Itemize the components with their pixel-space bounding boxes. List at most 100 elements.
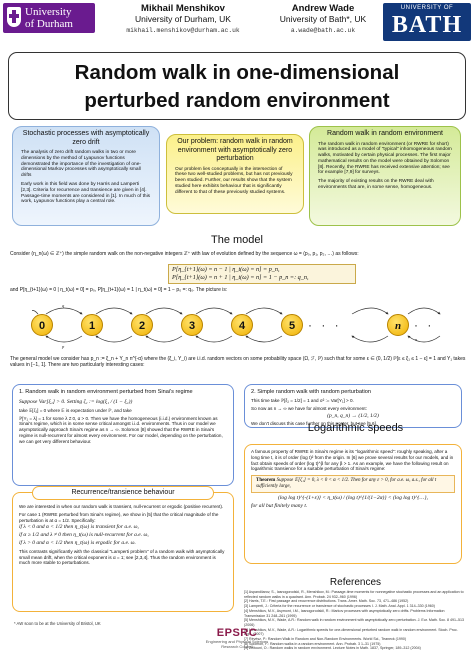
panel-logspeed: A famous property of RWRE in Sinai's reg… <box>244 444 462 564</box>
epsrc-logo: EPSRC Engineering and Physical Sciences … <box>190 627 284 649</box>
reference-item: [6] Menshikov, M.V., Wade, A.R.: Logarit… <box>244 627 458 637</box>
case-srw-l1: This time take ℙ[ξ₁ = 1/2] = 1 and σ² :=… <box>251 398 354 403</box>
panel-our-problem: Our problem: random walk in random envir… <box>166 134 304 214</box>
chain-node-1: 1 <box>81 314 103 336</box>
bath-logo-line2: BATH <box>391 12 463 38</box>
panel-zero-drift-p1: The analysis of zero drift random walks … <box>21 150 141 179</box>
recurrence-p1: We are interested in when our random wal… <box>19 504 224 509</box>
arc-q-2 <box>145 307 183 315</box>
case-sinai-heading: 1. Random walk in random environment per… <box>19 389 193 395</box>
chain-ellipsis-left: · · · <box>308 318 342 332</box>
logspeed-tail: for all but finitely many t. <box>251 502 308 509</box>
arc-q-n-plus <box>407 307 441 315</box>
bath-logo: UNIVERSITY OF BATH <box>383 3 471 41</box>
panel-rwre-heading: Random walk in random environment <box>327 130 443 137</box>
panel-our-problem-heading: Our problem: random walk in random envir… <box>177 138 293 162</box>
author1-affiliation: University of Durham, UK <box>135 14 231 24</box>
chain-ellipsis-right: · · · <box>414 318 435 346</box>
arc-p-n-plus <box>407 335 441 343</box>
arc-p-4 <box>195 335 233 343</box>
panel-zero-drift-p2: Early work in this field was done by Har… <box>21 181 151 205</box>
chain-node-5: 5 <box>281 314 303 336</box>
reference-item: [9] Zeitouni, O.: Random walks in random… <box>244 646 421 651</box>
arc-p-1 <box>45 335 83 343</box>
case-sinai-l3: ℙ[Y₁ = λ] = 1 for some λ ≠ 0, α > 0. The… <box>19 415 223 444</box>
recurrence-p2: For case 1 (RWRE perturbed from Sinai's … <box>19 511 219 523</box>
arc-p-n <box>351 335 389 343</box>
model-boundary-text: and P[η_{t+1}(ω) = 0 | η_t(ω) = 0] = p₀,… <box>10 287 228 293</box>
references-list: [1] Aspandiiarov, S., Iasnogorodski, R.,… <box>244 590 466 651</box>
durham-logo-line2: of Durham <box>25 18 73 30</box>
reference-item: [7] Révész, P.: Random Walk in Random an… <box>244 637 407 642</box>
poster-title-line1: Random walk in one-dimensional <box>74 61 400 84</box>
case-srw-l2: So now as n → ∞ we have for almost every… <box>251 405 367 411</box>
reference-item: [3] Lamperti, J.: Criteria for the recur… <box>244 604 435 609</box>
chain-arcs <box>32 307 441 343</box>
panel-recurrence: We are interested in when our random wal… <box>12 492 234 612</box>
reference-item: [2] Harris, T.E.: First passage and recu… <box>244 599 409 604</box>
panel-rwre: Random walk in random environment The ra… <box>309 126 461 226</box>
recurrence-p3: This contrasts significantly with the cl… <box>19 548 225 566</box>
case-sinai-body: Suppose Var[ξ₁] > 0. Setting ζ₁ := log(ξ… <box>13 397 233 448</box>
logspeed-title: Logarithmic speeds <box>307 422 404 434</box>
panel-case-srw: 2. Simple random walk with random pertur… <box>244 384 462 428</box>
arc-p-2 <box>95 335 133 343</box>
recurrence-heading: Recurrence/transience behaviour <box>32 486 214 500</box>
model-transition-formulas: P[η_{t+1}(ω) = n − 1 | η_t(ω) = n] = p_n… <box>168 264 356 284</box>
arc-q-0 <box>45 307 83 315</box>
arc-q-3 <box>195 307 233 315</box>
recurrence-case-ergodic: if λ > 0 and α < 1/2 then η_t(ω) is ergo… <box>19 539 136 546</box>
arc-label-q: q <box>62 303 65 308</box>
panel-our-problem-body: Our problem lies conceptually in the int… <box>167 164 303 196</box>
arc-p-5 <box>245 335 283 343</box>
bath-logo-line1: UNIVERSITY OF <box>400 5 454 11</box>
logspeed-theorem-label: Theorem <box>256 478 276 484</box>
random-walk-chain-diagram: 0 1 2 3 4 5 · · · n · · · q p <box>31 302 442 352</box>
footnote: * AW soon to be at the University of Bri… <box>14 621 101 626</box>
logspeed-p1: A famous property of RWRE in Sinai's reg… <box>251 449 454 472</box>
panel-our-problem-p1: Our problem lies conceptually in the int… <box>175 166 293 195</box>
model-formula-left-step: P[η_{t+1}(ω) = n − 1 | η_t(ω) = n] = p_n… <box>172 266 280 273</box>
epsrc-logo-name: EPSRC <box>216 627 258 639</box>
panel-zero-drift-heading: Stochastic processes with asymptotically… <box>22 130 150 146</box>
epsrc-logo-sub2: Research Council <box>221 644 253 649</box>
epsrc-logo-sub1: Engineering and Physical Sciences <box>205 639 269 644</box>
case-srw-body: This time take ℙ[ξ₁ = 1/2] = 1 and σ² :=… <box>245 397 461 430</box>
reference-item: [1] Aspandiiarov, S., Iasnogorodski, R.,… <box>244 590 464 599</box>
author-menshikov: Mikhail Menshikov University of Durham, … <box>108 3 258 36</box>
case-sinai-l2: take 𝔼[ζ₁] = 0 where 𝔼 is expectation un… <box>19 407 132 413</box>
recurrence-body: We are interested in when our random wal… <box>13 493 233 569</box>
model-general-definition: The general model we consider has p_n :=… <box>10 356 466 368</box>
panel-rwre-p1: The random walk in random environment (o… <box>318 141 452 176</box>
durham-crest-icon <box>7 7 21 27</box>
reference-item: [8] Solomon, F.: Random walks in a rando… <box>244 641 381 646</box>
reference-item: [5] Menshikov, M.V., Wade, A.R.: Random … <box>244 618 464 627</box>
model-section-title: The model <box>211 234 263 246</box>
chain-node-2: 2 <box>131 314 153 336</box>
chain-node-4: 4 <box>231 314 253 336</box>
panel-zero-drift-body: The analysis of zero drift random walks … <box>13 147 159 205</box>
arc-q-n <box>351 307 389 315</box>
poster-title-line2: perturbed random environment <box>84 89 390 112</box>
arc-q-1 <box>95 307 133 315</box>
author2-email: a.wade@bath.ac.uk <box>290 27 356 34</box>
panel-rwre-body: The random walk in random environment (o… <box>310 139 460 191</box>
case-sinai-l1: Suppose Var[ξ₁] > 0. Setting ζ₁ := log(ξ… <box>19 399 133 405</box>
author-wade: Andrew Wade University of Bath*, UK a.wa… <box>258 3 388 36</box>
logspeed-body: A famous property of RWRE in Sinai's reg… <box>245 445 461 512</box>
poster-title-box: Random walk in one-dimensional perturbed… <box>8 52 466 120</box>
references-title: References <box>329 577 382 588</box>
arc-p-3 <box>145 335 183 343</box>
panel-zero-drift: Stochastic processes with asymptotically… <box>12 126 160 226</box>
recurrence-case-transient: if λ < 0 and α < 1/2 then η_t(ω) is tran… <box>19 524 139 531</box>
panel-case-sinai: 1. Random walk in random environment per… <box>12 384 234 486</box>
logspeed-inequality: (log log t)^{-(1+ε)} < η_t(ω) / (log t)^… <box>278 494 428 501</box>
recurrence-case-null-recurrent: if α ≥ 1/2 and λ ≠ 0 then η_t(ω) is null… <box>19 532 149 539</box>
arc-label-p: p <box>62 344 65 349</box>
chain-node-0: 0 <box>31 314 53 336</box>
author2-affiliation: University of Bath*, UK <box>279 14 367 24</box>
author2-name: Andrew Wade <box>291 3 355 14</box>
panel-rwre-p2: The majority of existing results on the … <box>318 179 434 191</box>
author1-email: mikhail.menshikov@durham.ac.uk <box>126 27 240 34</box>
